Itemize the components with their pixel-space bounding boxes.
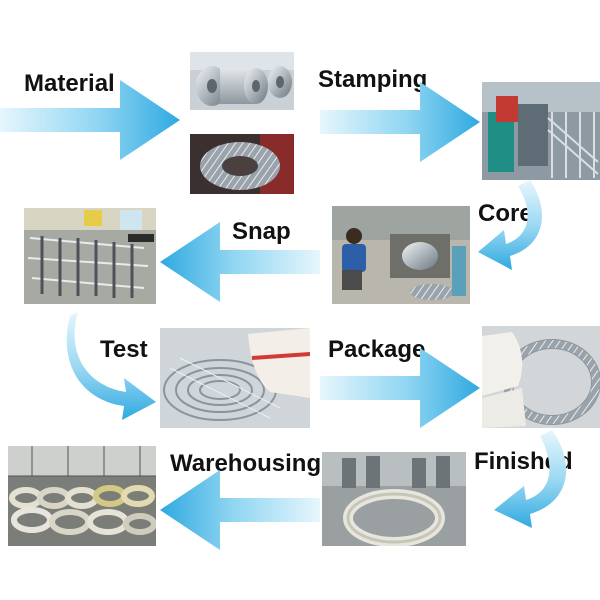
flow-arrow-right-2 bbox=[320, 82, 480, 162]
material-coils-photo bbox=[190, 52, 294, 110]
step-label-material: Material bbox=[24, 70, 115, 97]
snap-clips-photo bbox=[24, 208, 156, 304]
step-label-test: Test bbox=[100, 336, 148, 363]
flow-arrow-curve-1 bbox=[478, 180, 558, 280]
warehousing-photo bbox=[8, 446, 156, 546]
step-label-stamping: Stamping bbox=[318, 66, 428, 93]
flow-arrow-right-1 bbox=[0, 80, 180, 160]
step-label-package: Package bbox=[328, 336, 426, 363]
core-worker-photo bbox=[332, 206, 470, 304]
flow-arrow-left-1 bbox=[160, 222, 320, 302]
material-wire-photo bbox=[190, 134, 294, 194]
step-label-warehousing: Warehousing bbox=[170, 450, 322, 477]
finished-coil-photo bbox=[322, 452, 466, 546]
stamping-machine-photo bbox=[482, 82, 600, 180]
package-coil-photo bbox=[482, 326, 600, 428]
step-label-core: Core bbox=[478, 200, 533, 227]
flow-arrow-curve-3 bbox=[494, 430, 580, 536]
test-wire-photo bbox=[160, 328, 310, 428]
flow-arrow-right-3 bbox=[320, 348, 480, 428]
step-label-snap: Snap bbox=[232, 218, 291, 245]
flow-arrow-left-2 bbox=[160, 470, 320, 550]
flow-arrow-curve-2 bbox=[66, 312, 156, 422]
